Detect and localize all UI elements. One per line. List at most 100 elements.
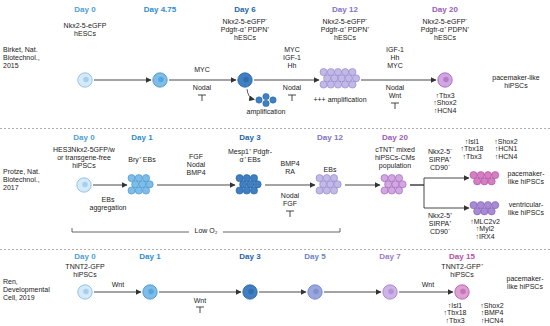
text-slot: amplification [238, 108, 294, 116]
inhibition-symbol [286, 211, 294, 217]
text-slot: Day 0 [64, 134, 104, 143]
cell-cluster-stage: ↑Isl1 ↑Tbx18 ↑Tbx3↑Shox2 ↑HCN1 ↑HCN4pace… [470, 171, 500, 185]
text-slot: Nkx2-5-eGFP hESCs [55, 22, 115, 38]
cell-cluster-stage: Day 1Bry⁺ EBs [128, 174, 156, 196]
arrow-connector [410, 185, 469, 208]
day-label: Day 12 [310, 134, 350, 143]
cell-shape [320, 68, 360, 92]
text-slot: Day 3 [230, 134, 270, 143]
edge-label: Nkx2-5⁻ SIRPA⁺ CD90⁻ [425, 148, 455, 171]
cell-nucleus [313, 289, 318, 294]
cell-stage: Day 6Nkx2-5-eGFP⁻ Pdgfr-α⁺ PDPN⁺ hESCsam… [237, 72, 253, 88]
cell-nucleus [443, 77, 448, 82]
text-slot: MYC IGF-1 Hh [280, 46, 304, 69]
cell-body [383, 285, 397, 299]
annotation: MYC IGF-1 Hh [280, 46, 304, 69]
text-slot: pacemaker-like hiPSCs [492, 74, 540, 90]
cluster-cell [142, 187, 149, 194]
annotation: Low O₂ [189, 227, 223, 235]
text-slot: TNNT2-GFP⁺ hiPSCs [434, 263, 490, 279]
cell-body [455, 285, 469, 299]
cluster-cell [320, 81, 327, 88]
annotation: Wnt [188, 297, 212, 305]
panel-separator [0, 249, 550, 250]
text-slot: Ren, Developmental Cell, 2019 [3, 278, 51, 301]
cell-nucleus [82, 182, 87, 187]
cell-shape [381, 174, 409, 196]
cell-shape [242, 284, 258, 300]
text-slot: pacemaker-like hiPSCs [504, 170, 548, 186]
annotation: BMP4 RA [278, 160, 302, 176]
annotation: ↑Shox2 ↑BMP4 ↑HCN4 [475, 302, 509, 324]
arrow-connector [259, 292, 306, 293]
annotation: Wnt [416, 281, 440, 289]
cell-stage: Day 5 [307, 284, 323, 300]
day-label: Day 20 [375, 134, 415, 143]
text-slot: cTNT⁺ mixed hiPSCs-CMs population [369, 146, 421, 169]
cell-shape [470, 171, 500, 185]
stage-text: Nkx2-5-eGFP hESCs [55, 22, 115, 38]
arrow-connector [159, 292, 241, 293]
cluster-cell [488, 208, 495, 215]
annotation: ↑Isl1 ↑Tbx18 ↑Tbx3 [440, 302, 470, 324]
day-label: Day 4.75 [138, 6, 182, 15]
text-slot: pacemaker-like hiPSCs [503, 275, 547, 291]
cluster-cell [488, 178, 495, 185]
cell-nucleus [83, 77, 88, 82]
stage-text: ↑Shox2 ↑HCN1 ↑HCN4 [491, 138, 521, 160]
cell-shape [77, 284, 93, 300]
cell-nucleus [158, 77, 163, 82]
stage-text: pacemaker-like hiPSCs [504, 170, 548, 186]
stage-text: +++ amplification [308, 96, 372, 104]
stage-text: TNNT2-GFP⁺ hiPSCs [434, 263, 490, 279]
cell-shape [470, 201, 500, 215]
arrow-connector [93, 185, 127, 186]
text-slot: Day 15 [442, 253, 482, 262]
text-slot: Day 3 [230, 253, 270, 262]
text-slot: Day 0 [65, 6, 105, 15]
cell-nucleus [148, 289, 153, 294]
stage-text: amplification [238, 108, 294, 116]
cluster-cell [474, 178, 481, 185]
text-slot: Nkx2-5-eGFP⁻ Pdgfr-α⁺ PDPN⁺ hESCs [319, 18, 371, 41]
edge-label: Nkx2-5⁺ SIRPA⁺ CD90⁻ [425, 212, 455, 235]
cell-stage: Day 20Nkx2-5-eGFP⁻ Pdgfr-α⁺ PDPN⁺ hESCs [437, 72, 453, 88]
text-slot: FGF Nodal BMP4 [184, 153, 208, 176]
cell-shape [142, 284, 158, 300]
cluster-cell [128, 187, 135, 194]
arrow-connector [399, 292, 453, 293]
text-slot: ↑Isl1 ↑Tbx18 ↑Tbx3 [458, 138, 486, 160]
text-slot: Day 1 [130, 253, 170, 262]
annotation: Protze, Nat. Biotechnol., 2017 [3, 168, 49, 191]
day-label: Day 3 [230, 253, 270, 262]
cluster-cell [250, 187, 257, 194]
text-slot: Day 5 [295, 253, 335, 262]
text-slot: MYC [190, 66, 214, 74]
text-slot: ↑Tbx3 ↑Shox2 ↑HCN4 [430, 92, 460, 114]
arrow-connector [157, 185, 235, 186]
cluster-cell [243, 187, 250, 194]
cell-shape [128, 174, 156, 196]
text-slot: Day 12 [325, 6, 365, 15]
arrow-connector [265, 185, 315, 186]
cell-cluster-stage: Day 12Nkx2-5-eGFP⁻ Pdgfr-α⁺ PDPN⁺ hESCs+… [320, 68, 360, 92]
text-slot: +++ amplification [308, 96, 372, 104]
cell-nucleus [460, 289, 465, 294]
annotation: Birket, Nat. Biotechnol., 2015 [3, 46, 49, 69]
text-slot: Day 6 [225, 6, 265, 15]
cluster-cell [334, 81, 341, 88]
stage-text: Bry⁺ EBs [122, 156, 162, 164]
arrow-connector [324, 292, 381, 293]
cluster-cell [236, 187, 243, 194]
stage-text: ↑MLC2v2 ↑Myl2 ↑IRX4 [468, 218, 502, 240]
text-slot: Mesp1⁺ Pdgfr-α⁺ EBs [225, 148, 275, 164]
cluster-cell [316, 187, 323, 194]
cluster-cell [395, 187, 402, 194]
cell-shape [237, 72, 253, 88]
text-slot: HES3Nkx2-5GFP/w or transgene-free hiPSCs [51, 146, 117, 169]
cluster-cell [349, 81, 356, 88]
cell-shape [76, 177, 92, 193]
stage-text: ventricular-like hiPSCs [504, 201, 548, 217]
annotation: FGF Nodal BMP4 [184, 153, 208, 176]
